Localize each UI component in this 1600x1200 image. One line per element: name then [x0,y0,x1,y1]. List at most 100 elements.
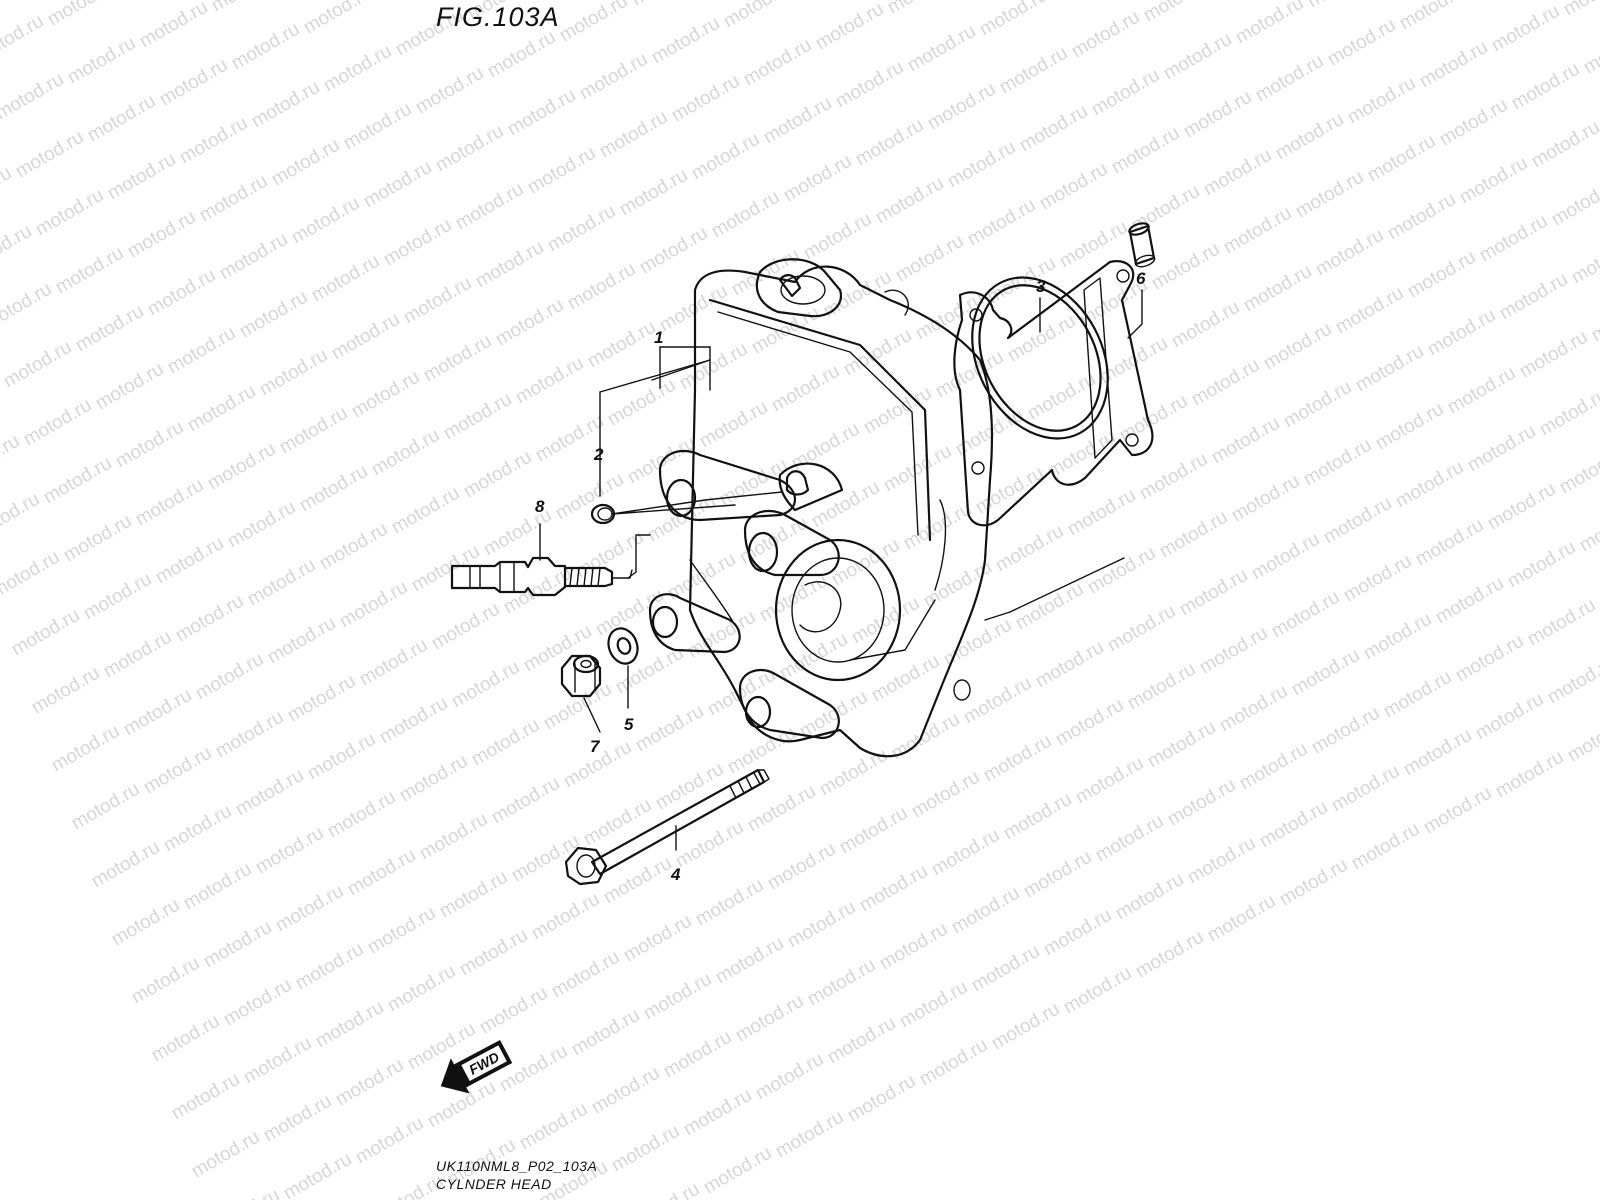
watermark-text: motod.ru [336,577,411,633]
watermark-text: motod.ru [628,1179,703,1200]
watermark-text: motod.ru [696,397,771,453]
watermark-text: motod.ru [476,983,551,1039]
watermark-text: motod.ru [692,875,767,931]
watermark-text: motod.ru [1148,239,1223,295]
watermark-text: motod.ru [228,19,303,75]
watermark-text: motod.ru [236,287,311,343]
watermark-text: motod.ru [604,375,679,431]
cylinder-head-drawing [648,258,994,758]
watermark-text: motod.ru [144,265,219,321]
watermark-text: motod.ru [1000,789,1075,845]
dowel-pin-drawing [1128,222,1156,268]
watermark-text: motod.ru [908,767,983,823]
watermark-text: motod.ru [140,743,215,799]
watermark-text: motod.ru [868,651,943,707]
watermark-text: motod.ru [1416,37,1491,93]
watermark-text: motod.ru [784,897,859,953]
watermark-text: motod.ru [800,209,875,265]
watermark-text: motod.ru [688,129,763,185]
watermark-text: motod.ru [828,535,903,591]
watermark-text: motod.ru [1588,291,1600,347]
watermark-text: motod.ru [104,149,179,205]
watermark-text: motod.ru [396,751,471,807]
watermark-text: motod.ru [824,1013,899,1069]
watermark-text: motod.ru [1208,413,1283,469]
watermark-text: motod.ru [788,419,863,475]
watermark-text: motod.ru [364,903,439,959]
watermark-text: motod.ru [504,85,579,141]
watermark-text: motod.ru [776,629,851,685]
watermark-text: motod.ru [720,0,795,32]
watermark-text: motod.ru [632,701,707,757]
watermark-text: motod.ru [1132,927,1207,983]
watermark-text: motod.ru [668,71,743,127]
watermark-text: motod.ru [836,803,911,859]
watermark-text: motod.ru [1412,515,1487,571]
watermark-text: motod.ru [432,121,507,177]
watermark-text: motod.ru [1320,493,1395,549]
watermark-text: motod.ru [496,1041,571,1097]
watermark-text: motod.ru [1124,659,1199,715]
watermark-text: motod.ru [964,195,1039,251]
watermark-text: motod.ru [80,569,155,625]
watermark-text: motod.ru [380,215,455,271]
callout-6: 6 [1136,269,1146,288]
watermark-text: motod.ru [108,895,183,951]
watermark-text: motod.ru [968,941,1043,997]
watermark-text: motod.ru [852,115,927,171]
watermark-text: motod.ru [584,317,659,373]
watermark-text: motod.ru [1536,385,1600,441]
watermark-text: motod.ru [1496,269,1571,325]
watermark-text: motod.ru [620,911,695,967]
watermark-text: motod.ru [1116,391,1191,447]
watermark-text: motod.ru [1360,609,1435,665]
watermark-text: motod.ru [704,665,779,721]
watermark-text: motod.ru [0,489,43,545]
watermark-text: motod.ru [1088,65,1163,121]
watermark-text: motod.ru [984,253,1059,309]
watermark-text: motod.ru [588,1063,663,1119]
watermark-text: motod.ru [1372,399,1447,455]
watermark-text: motod.ru [288,193,363,249]
watermark-text: motod.ru [124,207,199,263]
watermark-text: motod.ru [1216,681,1291,737]
watermark-text: motod.ru [44,0,119,30]
watermark-text: motod.ru [888,709,963,765]
watermark-text: motod.ru [548,947,623,1003]
watermark-text: motod.ru [20,395,95,451]
watermark-text: motod.ru [1144,717,1219,773]
watermark-text: motod.ru [1516,327,1591,383]
watermark-text: motod.ru [896,977,971,1033]
watermark-text: motod.ru [40,453,115,509]
watermark-text: motod.ru [608,1121,683,1177]
watermark-text: motod.ru [1188,355,1263,411]
watermark-text: motod.ru [804,955,879,1011]
watermark-text: motod.ru [244,555,319,611]
watermark-text: motod.ru [884,0,959,18]
watermark-text: motod.ru [656,281,731,337]
watermark-text: motod.ru [1444,363,1519,419]
watermark-text: motod.ru [276,403,351,459]
watermark-text: motod.ru [1164,775,1239,831]
watermark-text: motod.ru [256,345,331,401]
watermark-text: motod.ru [344,845,419,901]
watermark-text: motod.ru [348,367,423,423]
watermark-text: motod.ru [1112,869,1187,925]
watermark-text: motod.ru [1560,0,1600,20]
watermark-text: motod.ru [0,221,35,277]
watermark-text: motod.ru [1084,543,1159,599]
watermark-text: motod.ru [992,521,1067,577]
watermark-text: motod.ru [1280,377,1355,433]
watermark-text: motod.ru [1300,435,1375,491]
watermark-text: motod.ru [1092,811,1167,867]
watermark-text: motod.ru [552,469,627,525]
watermark-text: motod.ru [1052,695,1127,751]
watermark-text: motod.ru [360,157,435,213]
watermark-text: motod.ru [740,35,815,91]
watermark-text: motod.ru [0,11,47,67]
watermark-text: motod.ru [744,781,819,837]
watermark-text: motod.ru [1196,623,1271,679]
watermark-text: motod.ru [1424,305,1499,361]
watermark-text: motod.ru [900,499,975,555]
watermark-text: motod.ru [1364,131,1439,187]
